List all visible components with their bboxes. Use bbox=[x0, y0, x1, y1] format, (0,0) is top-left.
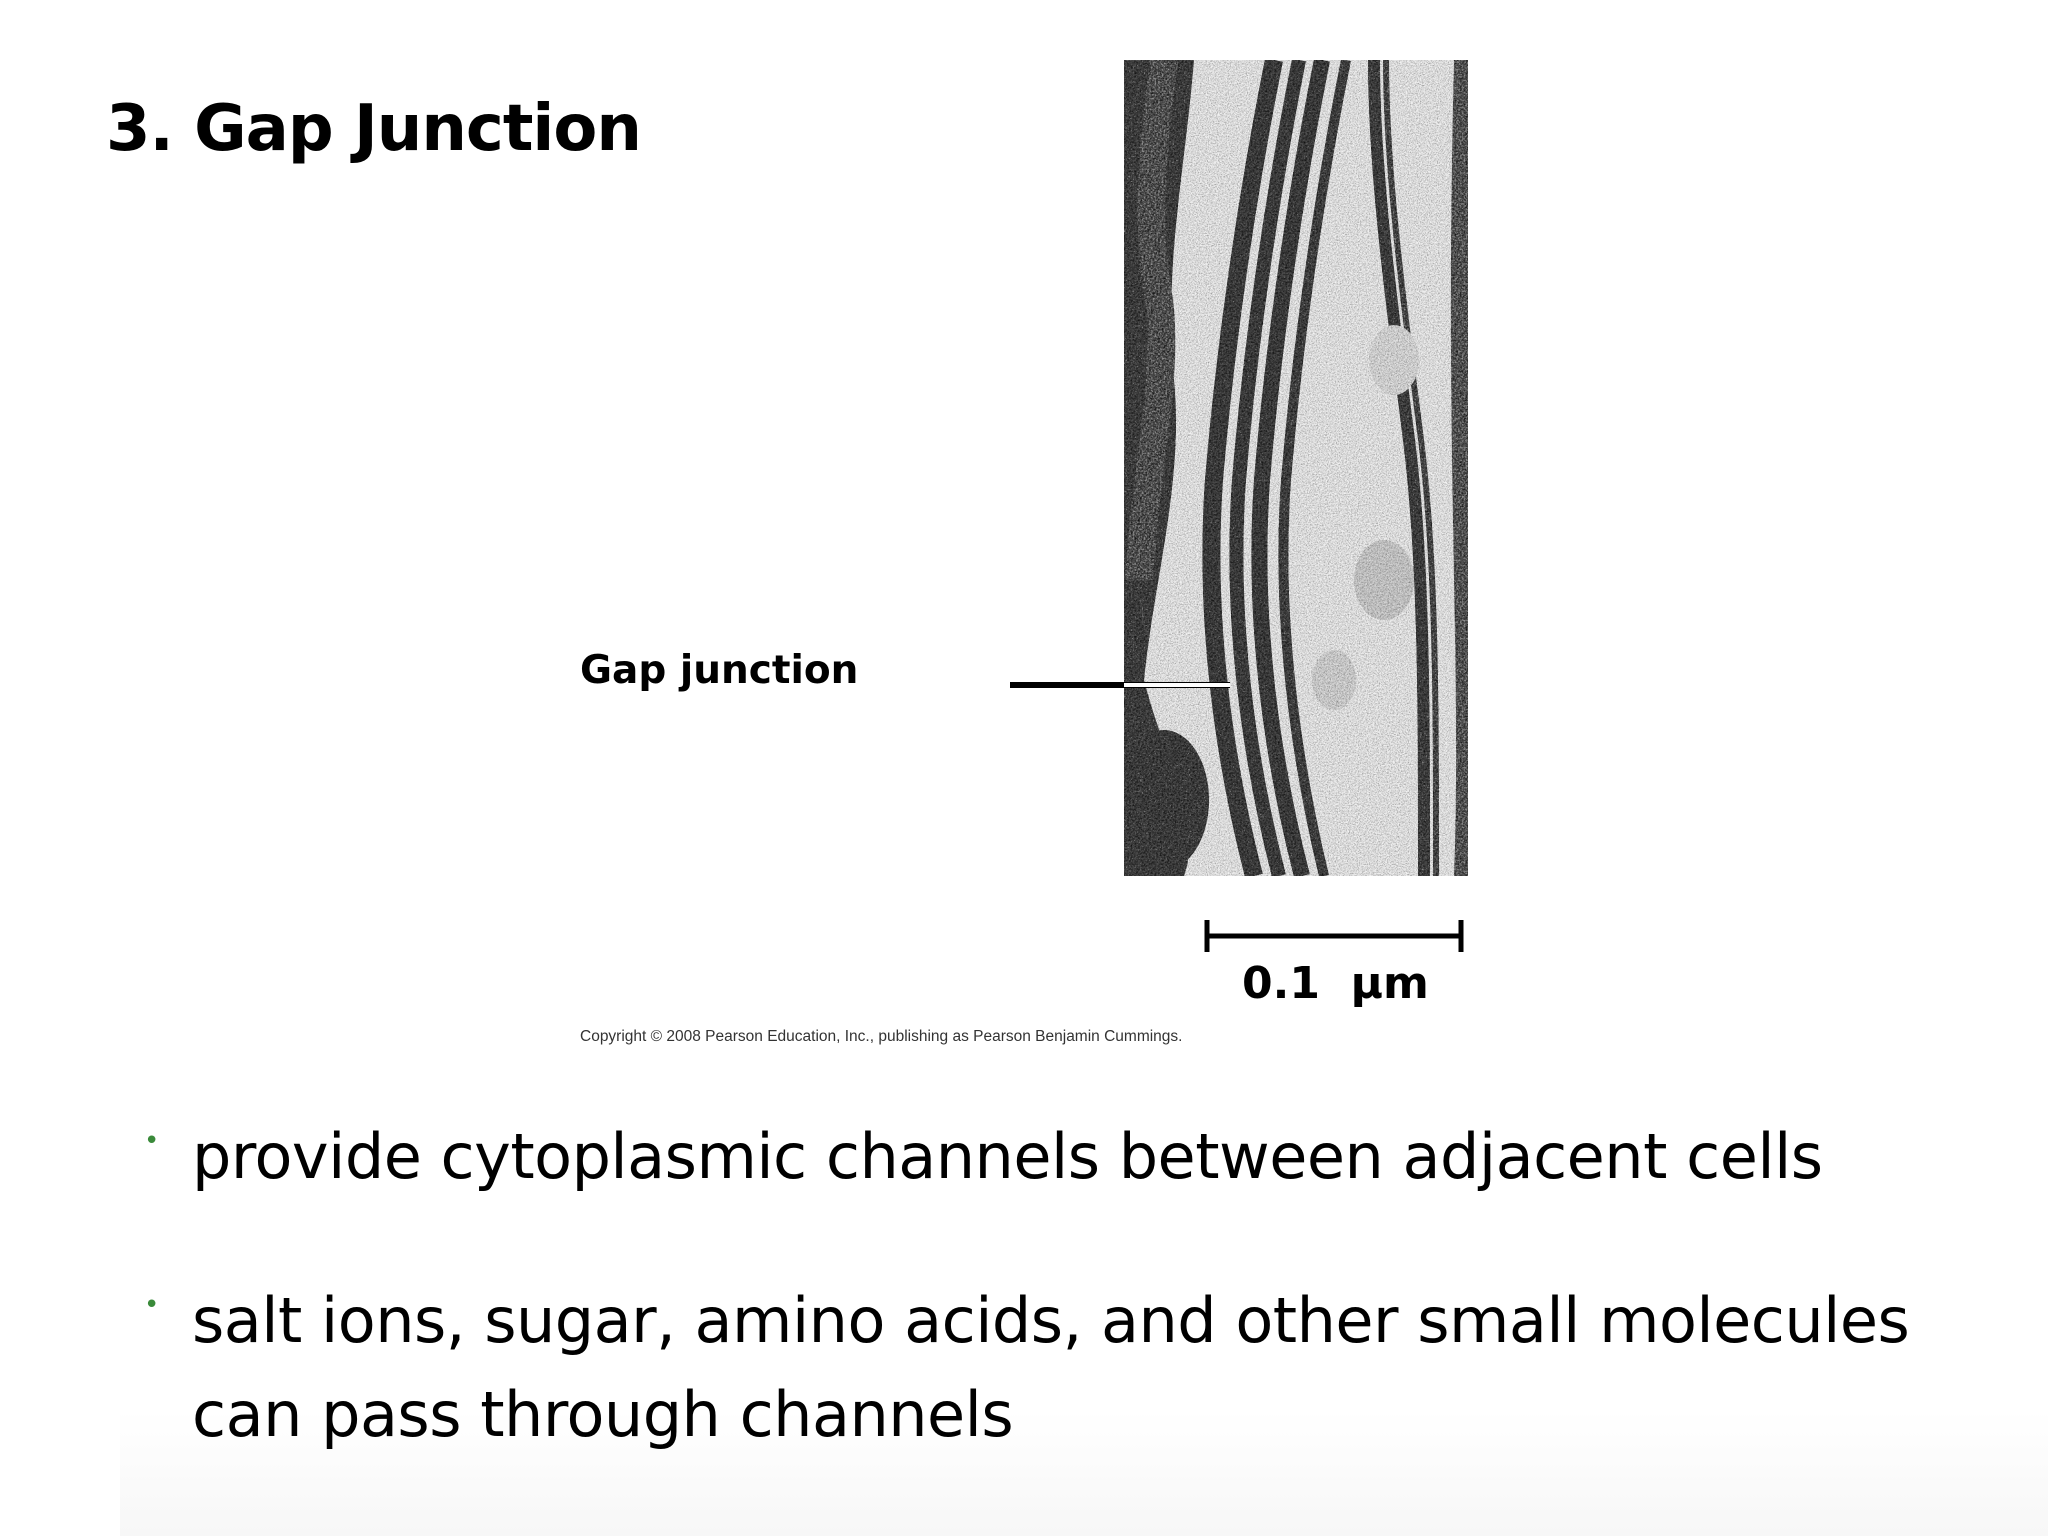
copyright-notice: Copyright © 2008 Pearson Education, Inc.… bbox=[580, 1028, 1183, 1045]
bullet-text: provide cytoplasmic channels between adj… bbox=[192, 1120, 1823, 1193]
bullet-item: • provide cytoplasmic channels between a… bbox=[140, 1110, 2000, 1204]
scale-bar bbox=[1204, 920, 1464, 952]
slide-title: 3. Gap Junction bbox=[106, 92, 642, 166]
bullet-item: • salt ions, sugar, amino acids, and oth… bbox=[140, 1274, 2000, 1462]
background-shade bbox=[120, 1410, 2048, 1536]
micrograph-figure: Gap junction 0.1 µm Copyright © 2008 Pea… bbox=[580, 60, 1480, 1060]
bullet-text: salt ions, sugar, amino acids, and other… bbox=[192, 1284, 1910, 1451]
bullet-marker: • bbox=[144, 1126, 159, 1156]
callout-leader-line-overlay bbox=[1124, 682, 1230, 688]
electron-micrograph-image bbox=[1124, 60, 1468, 876]
scale-bar-label: 0.1 µm bbox=[1242, 958, 1429, 1009]
bullet-list: • provide cytoplasmic channels between a… bbox=[140, 1110, 2000, 1532]
bullet-marker: • bbox=[144, 1290, 159, 1320]
gap-junction-label: Gap junction bbox=[580, 648, 859, 693]
callout-leader-line bbox=[1010, 682, 1230, 688]
